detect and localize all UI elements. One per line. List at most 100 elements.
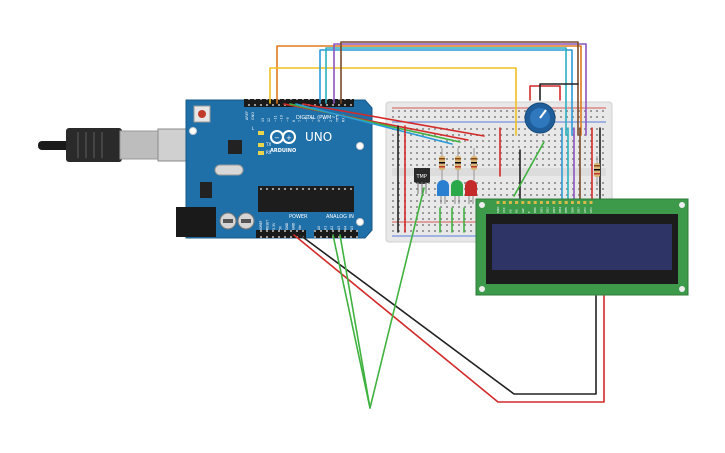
temperature-sensor[interactable]: TMP — [414, 168, 430, 194]
lcd-pin[interactable] — [527, 201, 531, 204]
lcd-pin[interactable] — [546, 201, 550, 204]
lcd-pin-label: V0 — [508, 209, 512, 213]
lcd-pin-label: DB4 — [558, 207, 562, 213]
lcd-pin[interactable] — [583, 201, 587, 204]
arduino-uno-board: − + UNO ARDUINO DIGITAL (PWM~) POWER ANA… — [176, 99, 373, 239]
power-pin-label: 3.3V — [272, 222, 276, 230]
potentiometer[interactable] — [524, 102, 556, 134]
resistor[interactable] — [439, 148, 445, 180]
analog-pin-label: A0 — [317, 226, 321, 230]
resistors — [439, 148, 600, 186]
wire-black-pot[interactable] — [539, 83, 579, 101]
lcd-pin[interactable] — [515, 201, 519, 204]
wire-purple-d3[interactable] — [333, 43, 587, 136]
lcd-pin[interactable] — [570, 201, 574, 204]
digital-pin-label: 7 — [298, 120, 302, 122]
lcd-pin[interactable] — [521, 201, 525, 204]
lcd-pin-label: DB3 — [552, 207, 556, 213]
lcd-pin-label: DB1 — [539, 207, 543, 213]
lcd-pin-label: DB6 — [570, 207, 574, 213]
resistor[interactable] — [471, 148, 477, 180]
power-jack — [176, 207, 216, 237]
wire-green-pot-wiper[interactable] — [513, 141, 545, 197]
lcd-pin[interactable] — [589, 201, 593, 204]
lcd-pin-label: DB7 — [577, 207, 581, 213]
board-model-label: UNO — [305, 130, 332, 144]
wire-red-digital[interactable] — [302, 103, 485, 137]
lcd-pin[interactable] — [533, 201, 537, 204]
atmega-chip — [258, 186, 354, 212]
aref-label: AREF — [245, 111, 249, 120]
digital-pin-label: ~10 — [280, 115, 284, 122]
lcd-screen — [492, 224, 672, 270]
wire-teal-d4[interactable] — [325, 47, 567, 136]
lcd-pin-label: LED — [589, 208, 593, 213]
wire-black-gnd[interactable] — [299, 234, 597, 395]
led-label-rx: RX — [266, 150, 272, 155]
digital-pin-label: ~3 — [323, 117, 327, 122]
digital-pin-label: ~5 — [311, 117, 315, 122]
led-red[interactable] — [465, 180, 477, 204]
digital-header-label: DIGITAL (PWM~) — [296, 115, 338, 121]
power-pin-label: RESET — [266, 220, 270, 230]
digital-pin-label: 8 — [292, 120, 296, 122]
lcd-pin-label: VCC — [502, 207, 506, 213]
lcd-pin[interactable] — [552, 201, 556, 204]
digital-pin-label: 2 — [329, 120, 333, 122]
digital-pin-label: 4 — [317, 120, 321, 122]
wire-blue-d5[interactable] — [319, 49, 573, 136]
arduino-logo: − + — [270, 130, 296, 144]
lcd-pin[interactable] — [577, 201, 581, 204]
led-green[interactable] — [451, 180, 463, 204]
lcd-pin[interactable] — [508, 201, 512, 204]
lcd-pin-label: RW — [521, 208, 525, 213]
wire-red-pot[interactable] — [529, 85, 561, 101]
digital-pin-label: ~6 — [304, 117, 308, 122]
lcd-pin[interactable] — [539, 201, 543, 204]
led-label-tx: TX — [265, 142, 271, 147]
lcd-pin-label: LED — [583, 208, 587, 213]
digital-pin-label: ~11 — [273, 115, 277, 122]
wire-brown-d2[interactable] — [340, 41, 579, 136]
lcd-pin-label: E — [527, 211, 531, 213]
lcd-pin[interactable] — [502, 201, 506, 204]
analog-pin-label: A1 — [324, 226, 328, 230]
lcd-pin[interactable] — [496, 201, 500, 204]
lcd-pin-label: DB5 — [564, 207, 568, 213]
analog-header-label: ANALOG IN — [326, 214, 354, 220]
digital-pin-label: 13 — [261, 118, 265, 122]
usb-cable — [38, 128, 205, 162]
digital-pin-label: TX 1 — [335, 115, 339, 123]
lcd-pin-label: GND — [496, 207, 500, 213]
power-pin-label: GND — [285, 222, 289, 230]
wire-blue-led[interactable] — [295, 103, 453, 145]
lcd-pin-label: RS — [515, 209, 519, 213]
lcd-pin[interactable] — [564, 201, 568, 204]
power-pin-label: 5V — [279, 225, 283, 230]
wire-orange-d12[interactable] — [276, 45, 582, 136]
lcd-pin[interactable] — [558, 201, 562, 204]
board-brand-label: ARDUINO — [270, 148, 296, 154]
wire-yellow-d13[interactable] — [269, 67, 517, 136]
led-blue[interactable] — [437, 180, 449, 204]
resistor[interactable] — [455, 148, 461, 180]
wire-red-5v[interactable] — [293, 234, 605, 403]
wire-green-a1[interactable] — [339, 234, 371, 409]
digital-pin-label: ~9 — [286, 117, 290, 122]
gnd-label: GND — [251, 112, 255, 120]
leds — [437, 180, 477, 204]
lcd-pin-label: DB0 — [533, 207, 537, 213]
sensor-label: TMP — [416, 174, 427, 180]
resistor[interactable] — [594, 156, 600, 186]
svg-text:+: + — [286, 134, 292, 142]
digital-pin-label: RX 0 — [342, 115, 346, 122]
analog-pin-label: A4 — [343, 226, 347, 230]
power-header-label: POWER — [289, 214, 308, 220]
lcd-pin-label: DB2 — [546, 207, 550, 213]
